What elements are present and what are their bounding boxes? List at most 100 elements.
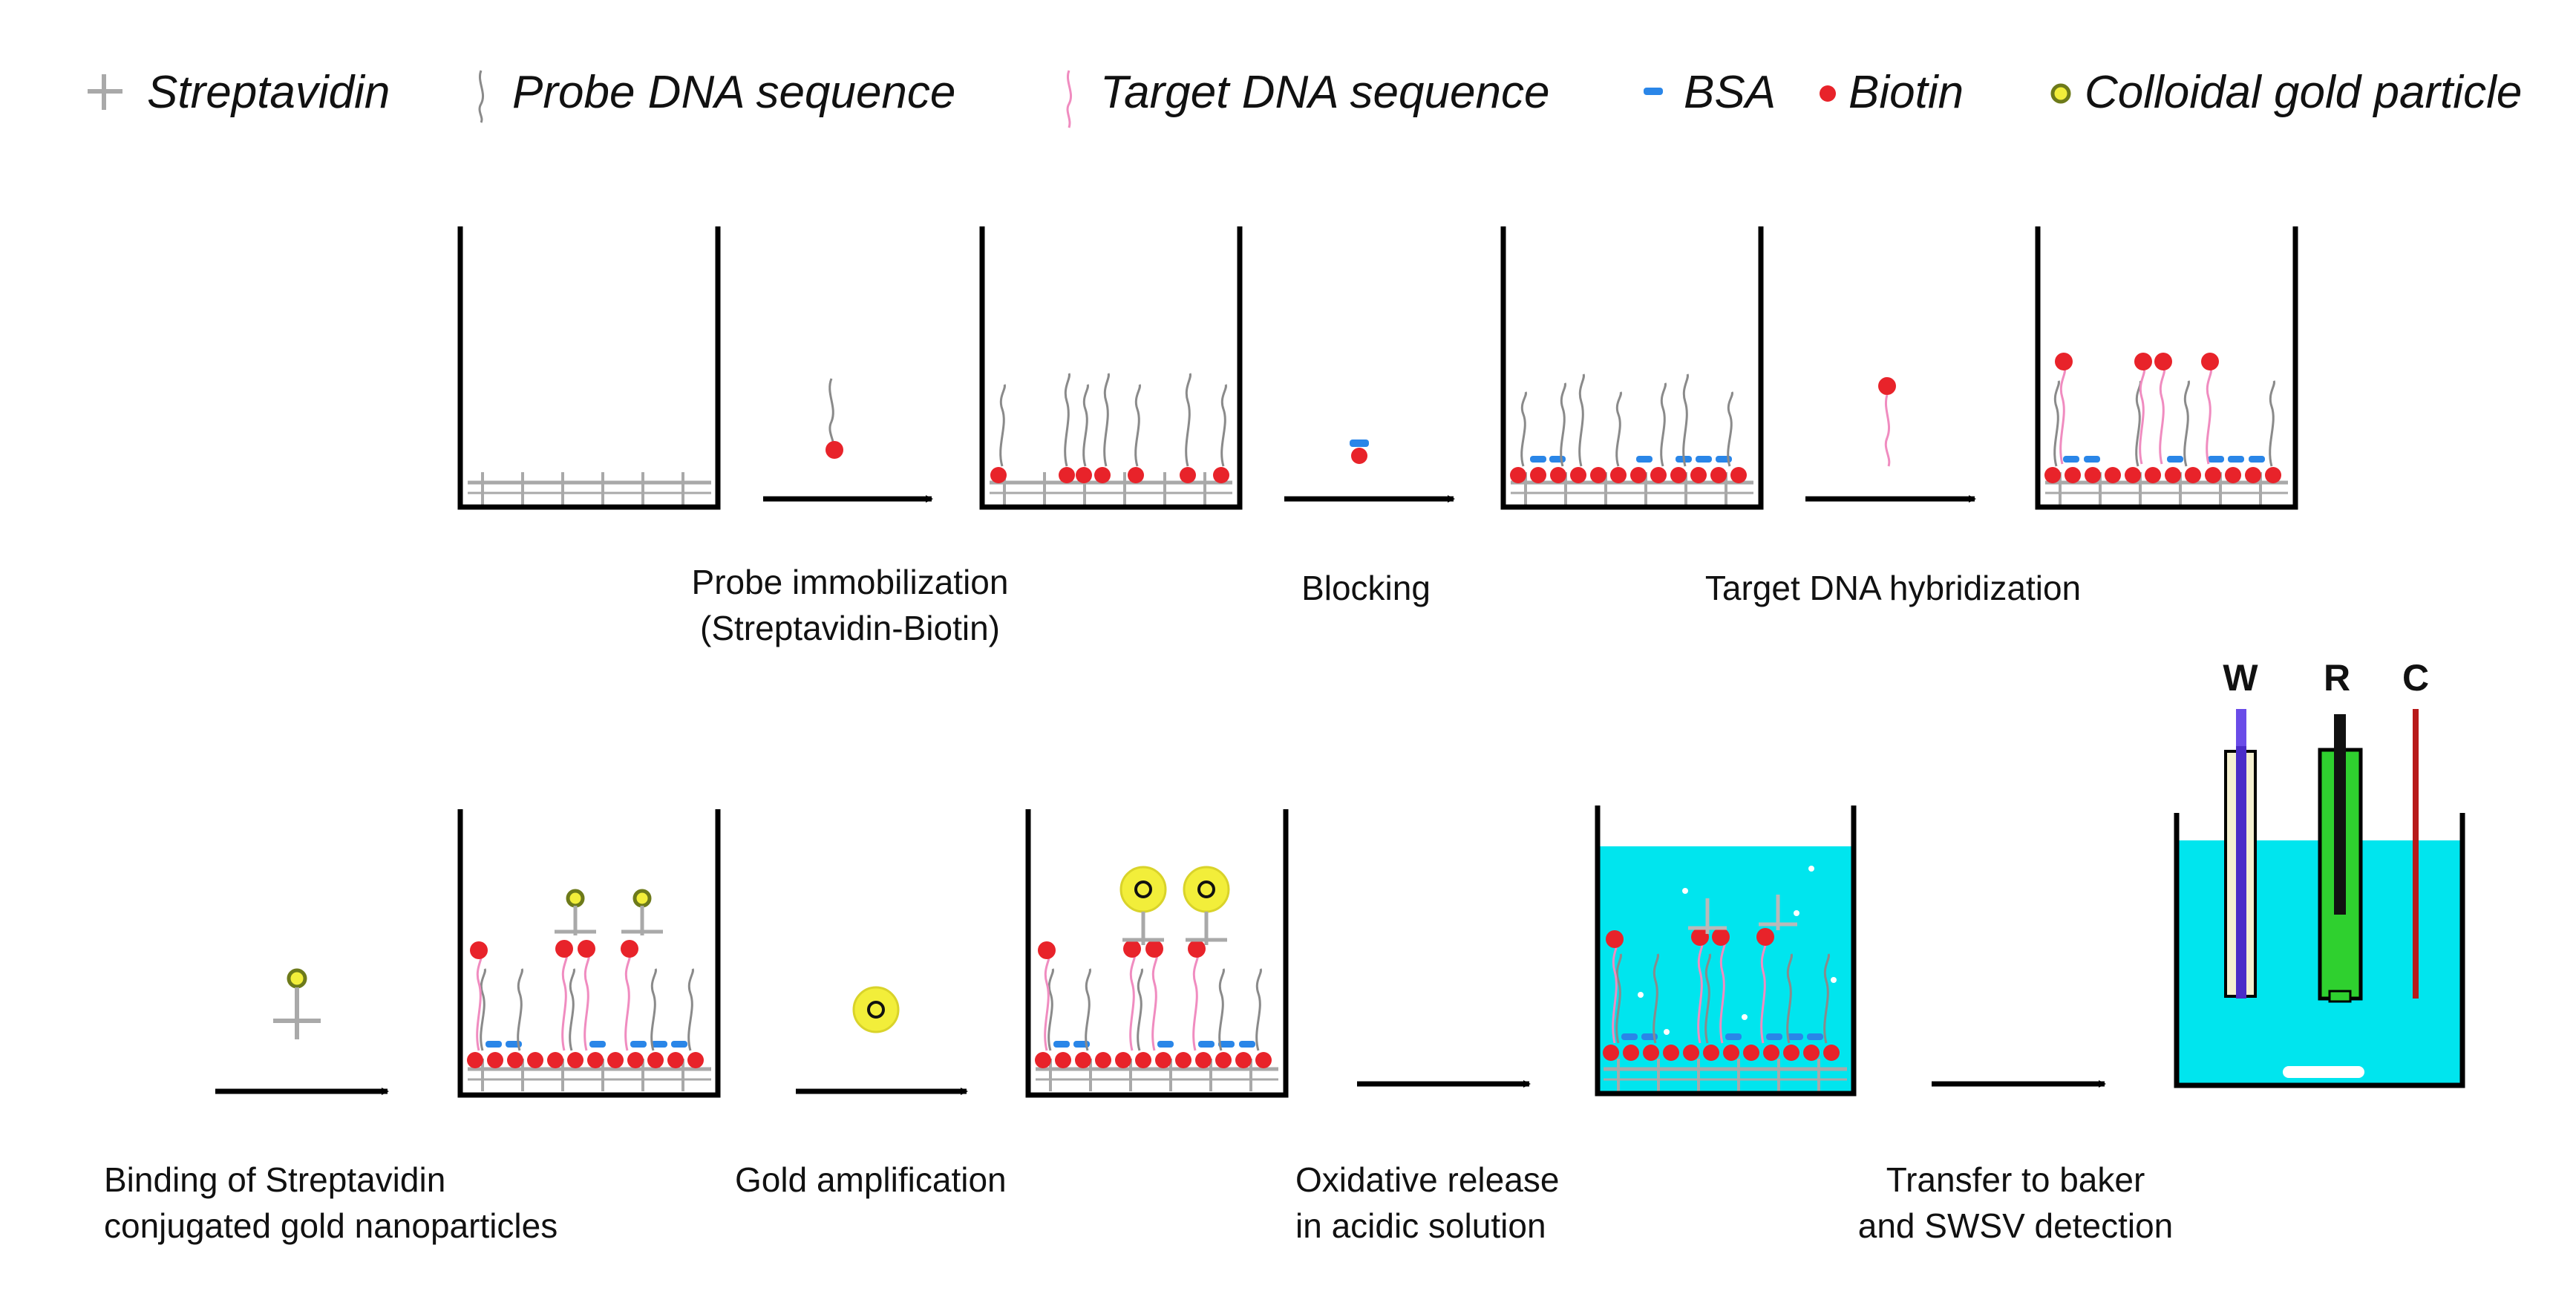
biotin-dot [567, 1052, 583, 1068]
legend-streptavidin: Streptavidin [147, 67, 390, 118]
electrochemical-cell: W R C [2174, 657, 2465, 1088]
beaker-gold-bound [457, 809, 721, 1098]
biotin-dot [1690, 467, 1707, 483]
biotin-dot [2165, 467, 2181, 483]
target-dna [1697, 940, 1704, 1044]
streptavidin-icon [88, 74, 122, 110]
target-biotin [470, 941, 488, 959]
bsa-block [1636, 456, 1653, 463]
target-dna [1044, 953, 1050, 1051]
bsa-block [1807, 1033, 1823, 1040]
biotin-dot [1723, 1045, 1739, 1061]
target-biotin [1606, 930, 1624, 948]
target-dna [1760, 940, 1767, 1044]
biotin-dot [1180, 467, 1196, 483]
biotin-dot [1076, 467, 1092, 483]
probe-dna [517, 968, 523, 1051]
gold-particle-icon [2050, 83, 2071, 104]
biotin-dot [2125, 467, 2141, 483]
label-probe-immobilization-line2: (Streptavidin-Biotin) [700, 609, 1000, 647]
biotin-dot [1730, 467, 1747, 483]
label-gold-amplification: Gold amplification [735, 1160, 1007, 1199]
biotin-dot [1803, 1045, 1820, 1061]
biotin-dot [667, 1052, 684, 1068]
biotin-dot [1743, 1045, 1759, 1061]
bsa-block [2208, 456, 2224, 463]
target-biotin [1691, 928, 1709, 946]
probe-dna [1220, 384, 1227, 467]
label-oxidative-release-line2: in acidic solution [1295, 1206, 1546, 1245]
bsa-block [2249, 456, 2265, 463]
biotin-dot [1710, 467, 1727, 483]
target-biotin [2201, 353, 2219, 370]
biotin-dot [1035, 1052, 1051, 1068]
legend-target-dna: Target DNA sequence [1100, 67, 1549, 118]
bsa-reagent-icon [1350, 439, 1369, 464]
label-transfer-line1: Transfer to baker [1886, 1160, 2145, 1199]
probe-dna [2183, 380, 2190, 467]
legend-bsa: BSA [1684, 67, 1776, 118]
biotin-dot [1763, 1045, 1779, 1061]
biotin-dot [1630, 467, 1647, 483]
biotin-dot [1059, 467, 1075, 483]
biotin-dot [2185, 467, 2201, 483]
target-dna [624, 953, 631, 1051]
legend-gold-particle: Colloidal gold particle [2085, 67, 2522, 118]
target-dna [476, 953, 483, 1051]
beaker-acidic-solution [1595, 806, 1857, 1097]
biotin-dot [1095, 1052, 1111, 1068]
label-gold-binding-line1: Binding of Streptavidin [104, 1160, 445, 1199]
biotin-dot [1703, 1045, 1719, 1061]
bsa-block [1198, 1041, 1215, 1048]
target-dna [561, 953, 568, 1051]
target-biotin [578, 940, 595, 958]
target-dna [2159, 368, 2165, 465]
probe-dna [1560, 382, 1566, 467]
biotin-dot [1510, 467, 1526, 483]
probe-dna [1578, 373, 1585, 467]
released-gold-ion [1638, 992, 1644, 998]
biotin-dot [1075, 1052, 1091, 1068]
biotin-dot [687, 1052, 704, 1068]
biotin-dot [2065, 467, 2081, 483]
target-dna [2059, 368, 2066, 465]
biotin-dot [1055, 1052, 1071, 1068]
bsa-block [2063, 456, 2079, 463]
probe-dna [1682, 373, 1689, 467]
bsa-block [671, 1041, 687, 1048]
probe-dna [480, 968, 486, 1051]
probe-dna [1137, 968, 1143, 1051]
biotin-dot [1195, 1052, 1212, 1068]
biotin-dot [467, 1052, 483, 1068]
biotin-dot [1213, 467, 1229, 483]
biotin-dot [507, 1052, 523, 1068]
target-biotin [1145, 940, 1163, 958]
biotin-dot [1235, 1052, 1252, 1068]
biotin-dot [487, 1052, 503, 1068]
label-transfer-line2: and SWSV detection [1858, 1206, 2173, 1245]
probe-dna [2053, 380, 2060, 467]
beaker-streptavidin-coated [457, 226, 721, 510]
biotin-dot [1783, 1045, 1799, 1061]
bsa-block [2167, 456, 2183, 463]
target-biotin [1756, 928, 1774, 946]
bsa-block [1239, 1041, 1255, 1048]
target-biotin [621, 940, 638, 958]
bsa-block [486, 1041, 502, 1048]
bsa-block [1621, 1033, 1638, 1040]
biotin-dot [1643, 1045, 1659, 1061]
biotin-dot [1550, 467, 1566, 483]
probe-dna [1823, 953, 1830, 1044]
biotin-dot [1590, 467, 1606, 483]
gold-particle [566, 889, 585, 908]
target-biotin [1712, 928, 1730, 946]
probe-dna [1660, 382, 1667, 467]
probe-dna [1047, 968, 1054, 1051]
probe-dna [1704, 953, 1711, 1044]
counter-electrode [2413, 709, 2419, 999]
probe-dna-icon [478, 70, 485, 123]
bsa-block [589, 1041, 606, 1048]
released-gold-ion [1664, 1029, 1670, 1035]
biotin-dot [1215, 1052, 1232, 1068]
bsa-block [1549, 456, 1566, 463]
